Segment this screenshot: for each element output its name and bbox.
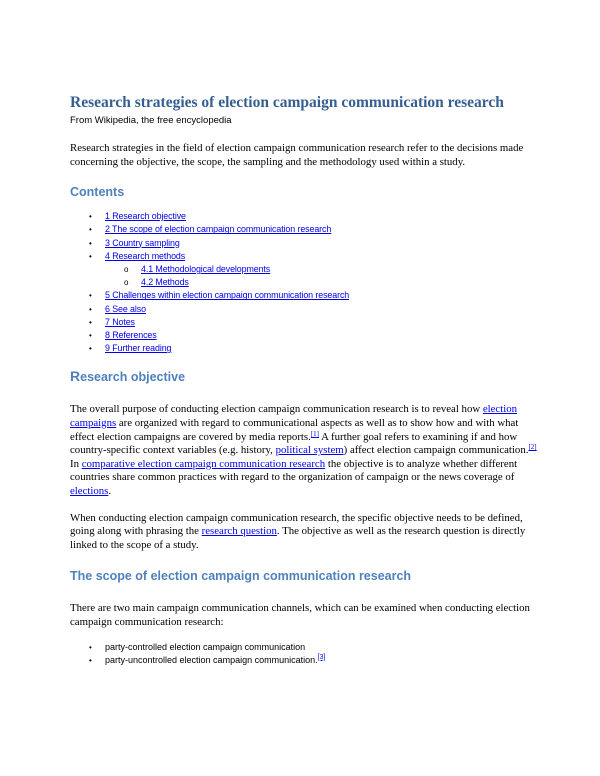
- research-objective-paragraph-1: The overall purpose of conducting electi…: [70, 403, 537, 497]
- toc-item-4[interactable]: 4 Research methods: [70, 250, 540, 263]
- toc-item-4-2[interactable]: 4.2 Methods: [70, 276, 540, 289]
- link-political-system[interactable]: political system: [275, 444, 344, 457]
- scope-paragraph: There are two main campaign communicatio…: [70, 602, 530, 628]
- page-title: Research strategies of election campaign…: [70, 94, 504, 111]
- channel-list: party-controlled election campaign commu…: [70, 641, 540, 668]
- toc-item-3[interactable]: 3 Country sampling: [70, 237, 540, 250]
- list-item: party-controlled election campaign commu…: [70, 641, 540, 654]
- link-elections[interactable]: elections: [70, 484, 109, 497]
- intro-paragraph: Research strategies in the field of elec…: [70, 142, 524, 168]
- link-comparative-research[interactable]: comparative election campaign communicat…: [81, 457, 326, 470]
- toc-item-4-1[interactable]: 4.1 Methodological developments: [70, 263, 540, 276]
- page-subtitle: From Wikipedia, the free encyclopedia: [70, 115, 232, 126]
- toc-item-1[interactable]: 1 Research objective: [70, 210, 540, 223]
- toc-item-7[interactable]: 7 Notes: [70, 316, 540, 329]
- link-research-question[interactable]: research question: [201, 525, 277, 538]
- toc-item-5[interactable]: 5 Challenges within election campaign co…: [70, 289, 540, 302]
- toc-item-2[interactable]: 2 The scope of election campaign communi…: [70, 223, 540, 236]
- toc-item-8[interactable]: 8 References: [70, 329, 540, 342]
- toc-item-6[interactable]: 6 See also: [70, 303, 540, 316]
- research-objective-paragraph-2: When conducting election campaign commun…: [70, 511, 526, 551]
- contents-heading: Contents: [70, 185, 125, 200]
- section-heading-research-objective: Research objective: [70, 368, 186, 385]
- footnote-ref-3[interactable]: [3]: [317, 653, 326, 661]
- toc-item-9[interactable]: 9 Further reading: [70, 342, 540, 355]
- section-heading-scope: The scope of election campaign communica…: [70, 569, 412, 584]
- footnote-ref-2[interactable]: [2]: [528, 443, 537, 452]
- link-election-campaigns[interactable]: election campaigns: [70, 403, 518, 430]
- article: Research strategies of election campaign…: [70, 94, 540, 667]
- footnote-ref-1[interactable]: [1]: [310, 429, 319, 438]
- list-item: party-uncontrolled election campaign com…: [70, 654, 540, 667]
- table-of-contents: 1 Research objective 2 The scope of elec…: [70, 210, 540, 355]
